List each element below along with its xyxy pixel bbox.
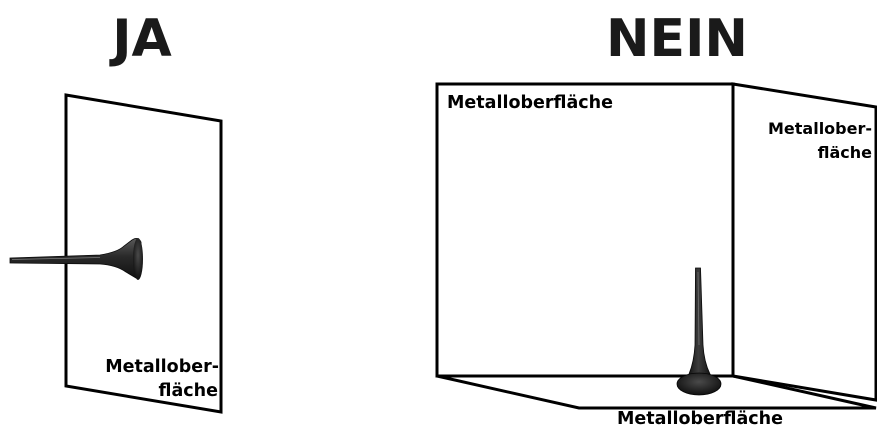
no-side-wall-label-line2: fläche xyxy=(818,143,873,162)
yes-heading: JA xyxy=(109,9,172,69)
yes-plate-label-line1: Metallober- xyxy=(105,357,219,377)
no-back-wall xyxy=(435,82,735,378)
antenna-vertical-icon xyxy=(676,267,722,396)
no-side-wall-label-line1: Metallober- xyxy=(768,119,872,138)
yes-panel: JA Metallober- fläche xyxy=(9,9,223,414)
no-back-wall-label: Metalloberfläche xyxy=(447,93,613,113)
yes-plate-label-line2: fläche xyxy=(159,381,219,401)
no-floor-label: Metalloberfläche xyxy=(617,409,783,429)
no-heading: NEIN xyxy=(606,9,748,69)
yes-metal-plate xyxy=(64,93,223,414)
antenna-horizontal-icon xyxy=(9,238,143,280)
no-panel: NEIN Metalloberfläche Metallober- fläche… xyxy=(435,9,877,429)
